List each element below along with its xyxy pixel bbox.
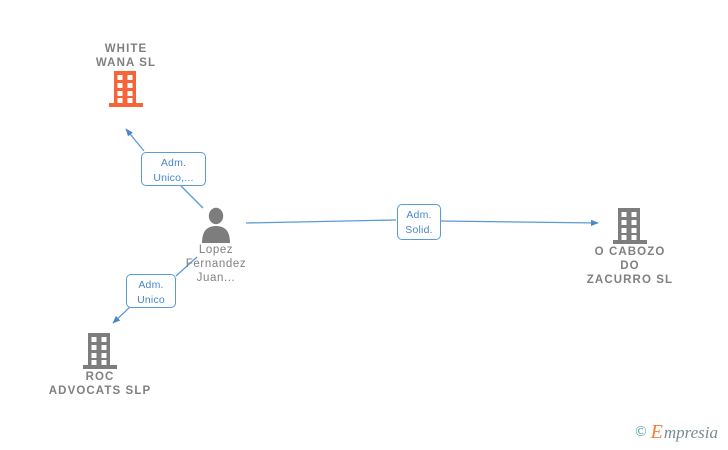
node-o-cabozo-do-zacurro-sl[interactable]: O CABOZO DO ZACURRO SL [560, 207, 700, 287]
node-label-roc-advocats-slp: ROC ADVOCATS SLP [48, 371, 152, 397]
building-icon[interactable] [560, 207, 700, 245]
node-label-white-wana-sl: WHITE WANA SL [95, 43, 157, 69]
copyright-icon: © [635, 423, 647, 440]
building-icon[interactable] [30, 332, 170, 370]
building-icon[interactable] [56, 70, 196, 108]
brand-initial: E [650, 421, 663, 443]
empresia-watermark: © E mpresia [635, 422, 718, 442]
edge-label-lopez-to-o-cabozo[interactable]: Adm. Solid. [397, 204, 441, 240]
node-roc-advocats-slp[interactable]: ROC ADVOCATS SLP [30, 332, 170, 398]
node-label-lopez-fernandez-juan: Lopez Fernandez Juan... [185, 244, 247, 284]
edge-label-lopez-to-roc-advocats[interactable]: Adm. Unico [126, 274, 176, 308]
node-lopez-fernandez-juan[interactable]: Lopez Fernandez Juan... [146, 207, 286, 285]
edge-label-lopez-to-white-wana[interactable]: Adm. Unico,... [141, 152, 206, 186]
node-label-o-cabozo-do-zacurro-sl: O CABOZO DO ZACURRO SL [586, 246, 674, 286]
node-white-wana-sl[interactable]: WHITE WANA SL [56, 42, 196, 108]
person-icon[interactable] [146, 207, 286, 243]
brand-name: mpresia [663, 422, 718, 442]
